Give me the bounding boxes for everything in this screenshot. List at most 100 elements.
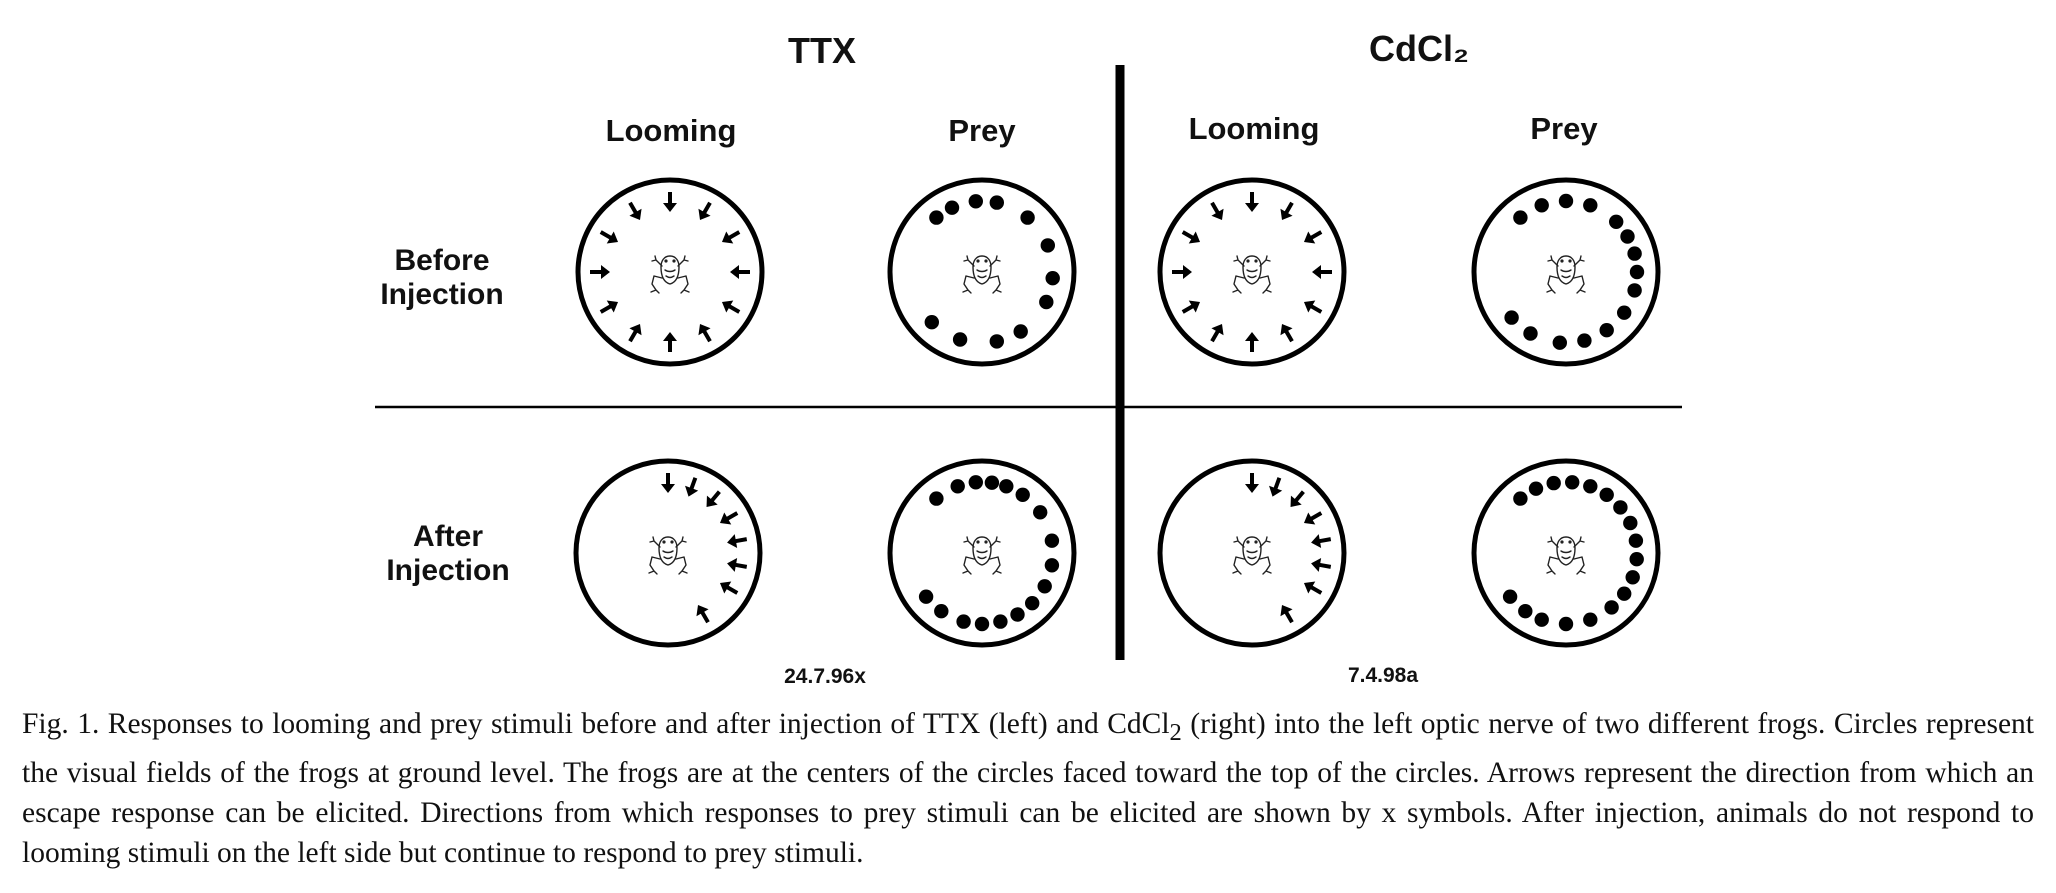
panel-cdcl2-before-looming (1157, 177, 1347, 367)
row-label-after-line1: After (413, 520, 483, 553)
escape-arrow (727, 534, 748, 548)
escape-arrow (730, 265, 750, 279)
visual-field-circle (573, 458, 763, 648)
frog-icon (1546, 536, 1586, 575)
prey-dot (950, 479, 965, 494)
visual-field-circle (1157, 177, 1347, 367)
prey-dot (1558, 616, 1574, 632)
prey-dot (944, 200, 960, 215)
prey-dot (1609, 214, 1624, 229)
visual-field-circle (1471, 458, 1661, 648)
panel-cdcl2-before-prey (1471, 177, 1661, 367)
column-label-prey: Prey (948, 113, 1016, 148)
prey-dot (1020, 210, 1035, 225)
header-cdcl2: CdCl₂ (1369, 28, 1469, 69)
prey-dot (1037, 579, 1052, 594)
prey-dot (934, 604, 949, 619)
column-label-looming: Looming (1189, 111, 1320, 146)
escape-arrow (1303, 300, 1323, 314)
prey-dot (1599, 487, 1614, 502)
prey-dot (1565, 475, 1580, 490)
escape-arrow (1245, 192, 1259, 212)
prey-dot (918, 589, 934, 604)
escape-arrow (727, 558, 748, 572)
prey-dot (1502, 589, 1518, 604)
prey-dot (1629, 264, 1645, 280)
frog-icon (962, 255, 1002, 294)
escape-arrow (628, 323, 642, 343)
escape-arrow (698, 323, 712, 343)
prey-dot (984, 475, 1000, 490)
header-ttx: TTX (788, 30, 856, 71)
escape-arrow (599, 300, 619, 314)
frog-icon (1232, 536, 1272, 575)
prey-dot (989, 195, 1004, 210)
escape-arrow (1303, 581, 1323, 595)
prey-dot (1033, 505, 1048, 520)
row-label-after-line2: Injection (386, 554, 509, 587)
prey-dot (1617, 305, 1632, 320)
escape-arrow (663, 192, 677, 212)
escape-arrow (685, 477, 699, 497)
prey-dot (1045, 271, 1060, 286)
prey-dot (929, 210, 944, 225)
visual-field-circle (1471, 177, 1661, 367)
prey-dot (968, 475, 983, 490)
panel-cdcl2-after-prey (1471, 458, 1661, 648)
prey-dot (1039, 294, 1054, 310)
figure-diagram: TTX CdCl₂ Looming Prey Looming Prey Befo… (375, 28, 1682, 688)
prey-dot (1623, 515, 1638, 531)
prey-dot (1534, 198, 1549, 213)
prey-dot (1546, 475, 1561, 491)
escape-arrow (1245, 473, 1259, 493)
prey-dot (1013, 324, 1028, 339)
escape-arrow (1280, 604, 1294, 624)
escape-arrow (661, 473, 675, 493)
prey-dot (1604, 600, 1619, 615)
specimen-code-ttx: 24.7.96x (784, 665, 866, 688)
frog-icon (962, 536, 1002, 575)
prey-dot (952, 332, 968, 347)
frog-icon (1232, 255, 1272, 294)
prey-dot (1552, 335, 1567, 350)
prey-dot (1513, 491, 1528, 506)
prey-dot (1627, 283, 1642, 298)
prey-dot (1627, 246, 1642, 261)
prey-dot (1583, 479, 1598, 494)
prey-dot (1558, 193, 1574, 209)
frog-icon (1546, 255, 1586, 294)
prey-dot (999, 479, 1014, 494)
escape-arrow (1290, 490, 1305, 508)
escape-arrow (719, 511, 739, 525)
escape-arrow (721, 300, 741, 314)
escape-arrow (1210, 323, 1224, 343)
panel-ttx-after-prey (887, 458, 1077, 648)
visual-field-circle (887, 458, 1077, 648)
row-label-before-line1: Before (394, 244, 489, 277)
escape-arrow (721, 230, 741, 244)
prey-dot (1629, 552, 1644, 567)
frog-icon (650, 255, 690, 294)
panel-cdcl2-after-looming (1157, 458, 1347, 648)
prey-dot (993, 614, 1008, 629)
prey-dot (1528, 481, 1544, 496)
caption-text-part2: (right) into the left optic nerve of two… (22, 708, 2034, 869)
panel-ttx-after-looming (573, 458, 763, 648)
visual-field-circle (1157, 458, 1347, 648)
escape-arrow (1181, 300, 1201, 314)
prey-dot (1628, 533, 1644, 548)
frog-icon (648, 536, 688, 575)
escape-arrow (1311, 534, 1332, 548)
escape-arrow (1280, 323, 1294, 343)
visual-field-circle (887, 177, 1077, 367)
prey-dot (924, 315, 939, 330)
panel-ttx-before-looming (575, 177, 765, 367)
specimen-code-cdcl2: 7.4.98a (1348, 664, 1418, 687)
prey-dot (968, 194, 983, 209)
escape-arrow (1172, 265, 1192, 279)
visual-field-circle (575, 177, 765, 367)
prey-dot (1518, 604, 1533, 619)
escape-arrow (1303, 230, 1323, 244)
prey-dot (1513, 210, 1528, 225)
prey-dot (956, 614, 971, 629)
